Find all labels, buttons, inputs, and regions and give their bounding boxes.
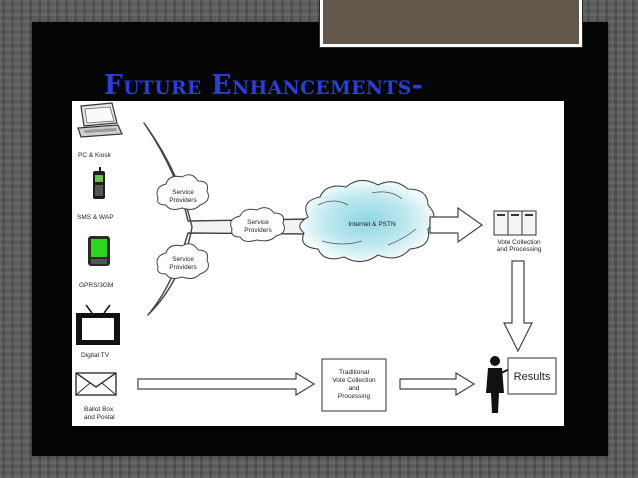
server-rack-icon [493,210,537,236]
service-provider-middle-line1: Service [247,219,269,226]
channel-label-ballot-box: Ballot Box [84,406,114,413]
traditional-line2: Vote Collection [332,377,376,384]
traditional-line4: Processing [338,393,371,400]
traditional-line3: and [349,385,360,392]
service-provider-upper-line2: Providers [169,197,197,204]
voting-diagram: PC & Kiosk SMS & WAP GPRS/3GM Digital TV… [72,101,564,426]
vote-collection-line1: Vote Collection [497,239,541,246]
service-provider-cloud-upper: Service Providers [156,174,209,210]
laptop-icon [77,102,123,138]
results-label: Results [514,371,551,383]
service-provider-cloud-lower: Service Providers [156,243,209,279]
service-provider-cloud-middle: Service Providers [230,207,285,242]
traditional-line1: Traditional [339,369,370,376]
service-provider-upper-line1: Service [172,189,194,196]
channel-funnel [143,122,313,316]
service-provider-middle-line2: Providers [244,227,272,234]
results-board: Results [507,357,557,395]
pda-icon [88,236,110,266]
service-provider-lower-line2: Providers [169,264,197,271]
header-plate [320,0,582,47]
vote-collection-line2: and Processing [497,246,542,253]
mobile-phone-icon [93,167,105,199]
channel-label-sms-wap: SMS & WAP [77,214,114,221]
service-provider-lower-line1: Service [172,256,194,263]
tv-icon [76,304,120,345]
traditional-processing-box: Traditional Vote Collection and Processi… [321,358,387,412]
slide-title: Future Enhancements- [104,70,424,101]
channel-label-pc-kiosk: PC & Kiosk [78,152,112,159]
arrow-to-vote-collection [429,206,484,244]
internet-pstn-label: Internet & PSTN [348,221,396,228]
envelope-icon [75,372,117,396]
arrow-ballot-to-traditional [137,371,316,397]
channel-label-postal: and Postal [84,414,115,421]
arrow-down-to-results [503,260,533,353]
channel-label-gprs: GPRS/3GM [79,282,113,289]
channel-label-digital-tv: Digital TV [81,352,110,359]
arrow-traditional-to-results [399,371,476,397]
internet-pstn-cloud: Internet & PSTN [299,179,435,263]
